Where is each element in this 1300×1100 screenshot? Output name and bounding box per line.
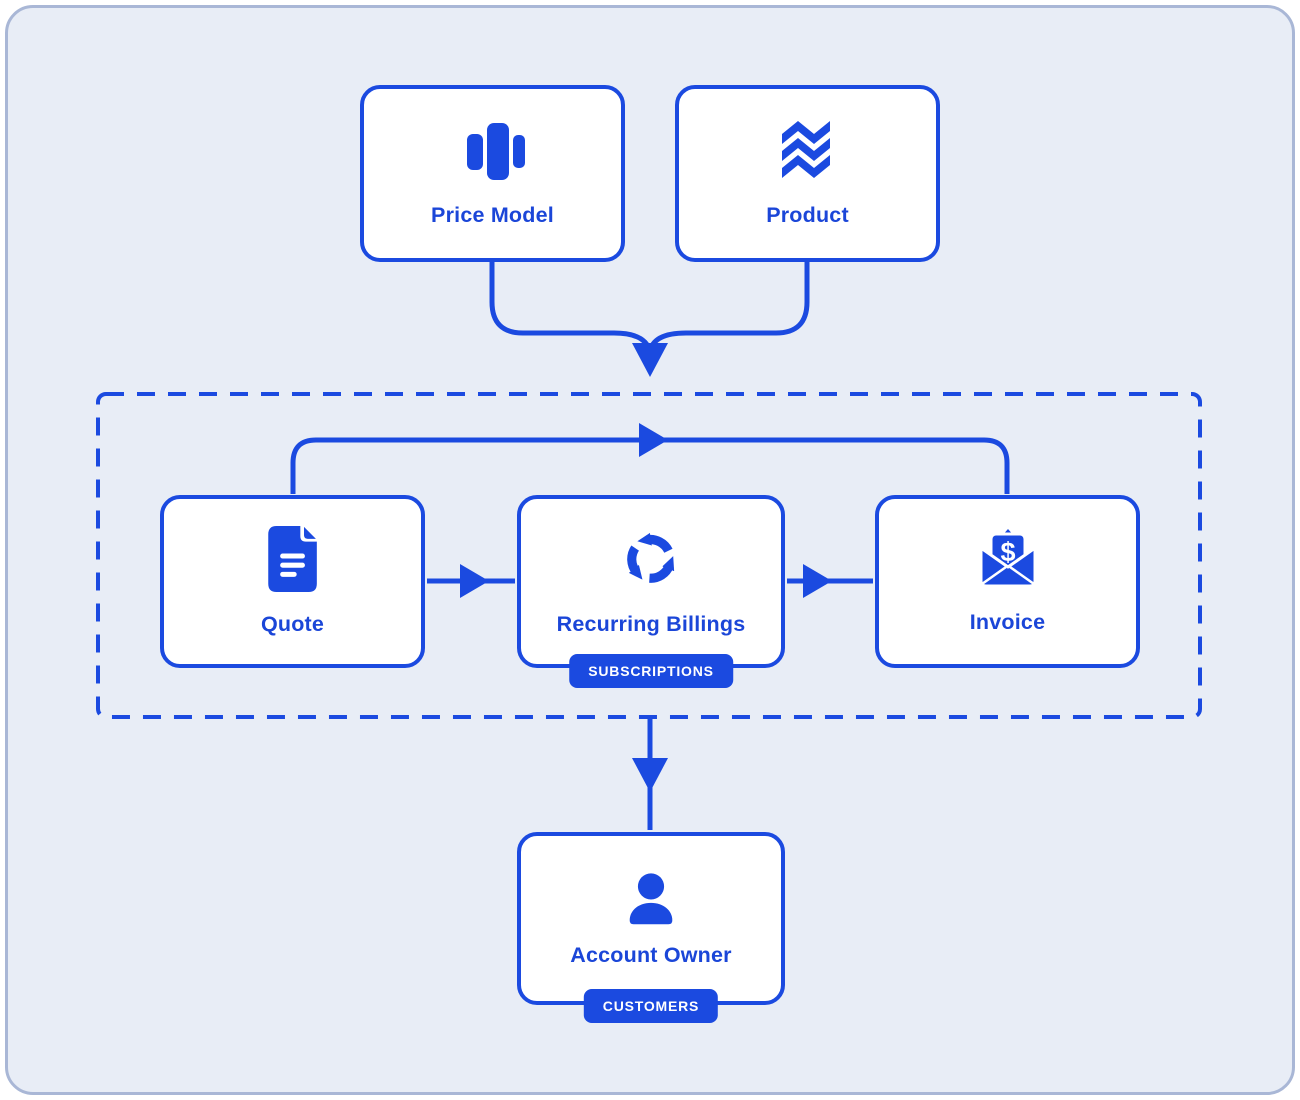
customers-badge: CUSTOMERS: [583, 989, 719, 1023]
cycle-arrows-icon: [627, 532, 675, 583]
node-product: Product: [675, 85, 940, 262]
node-label: Price Model: [431, 203, 554, 227]
node-recurring-billings: Recurring Billings SUBSCRIPTIONS: [517, 495, 785, 688]
node-label: Account Owner: [570, 943, 732, 967]
node-quote: Quote: [160, 495, 425, 668]
node-label: Recurring Billings: [556, 612, 746, 636]
bar-columns-icon: [466, 123, 525, 180]
envelope-dollar-icon: $: [979, 529, 1036, 588]
subscriptions-dashed-container: [96, 392, 1202, 719]
node-account-owner: Account Owner CUSTOMERS: [517, 832, 785, 1023]
bypass-right-arrowhead-icon: [639, 423, 668, 457]
merge-down-arrowhead-icon: [632, 343, 668, 377]
merge-connector: [489, 262, 810, 353]
group-to-account-arrowhead-icon: [632, 758, 668, 792]
quote-to-recurring-arrowhead-icon: [460, 564, 489, 598]
node-label: Quote: [260, 612, 325, 636]
recurring-to-invoice-arrowhead-icon: [803, 564, 832, 598]
node-label: Invoice: [969, 610, 1046, 634]
node-price-model: Price Model: [360, 85, 625, 262]
person-icon: [629, 873, 673, 925]
node-label: Product: [766, 203, 849, 227]
subscriptions-badge: SUBSCRIPTIONS: [569, 654, 733, 688]
dollar-glyph: $: [1000, 537, 1015, 567]
node-invoice: $ Invoice: [875, 495, 1140, 668]
waves-icon: [781, 121, 830, 178]
document-icon: [267, 526, 317, 592]
